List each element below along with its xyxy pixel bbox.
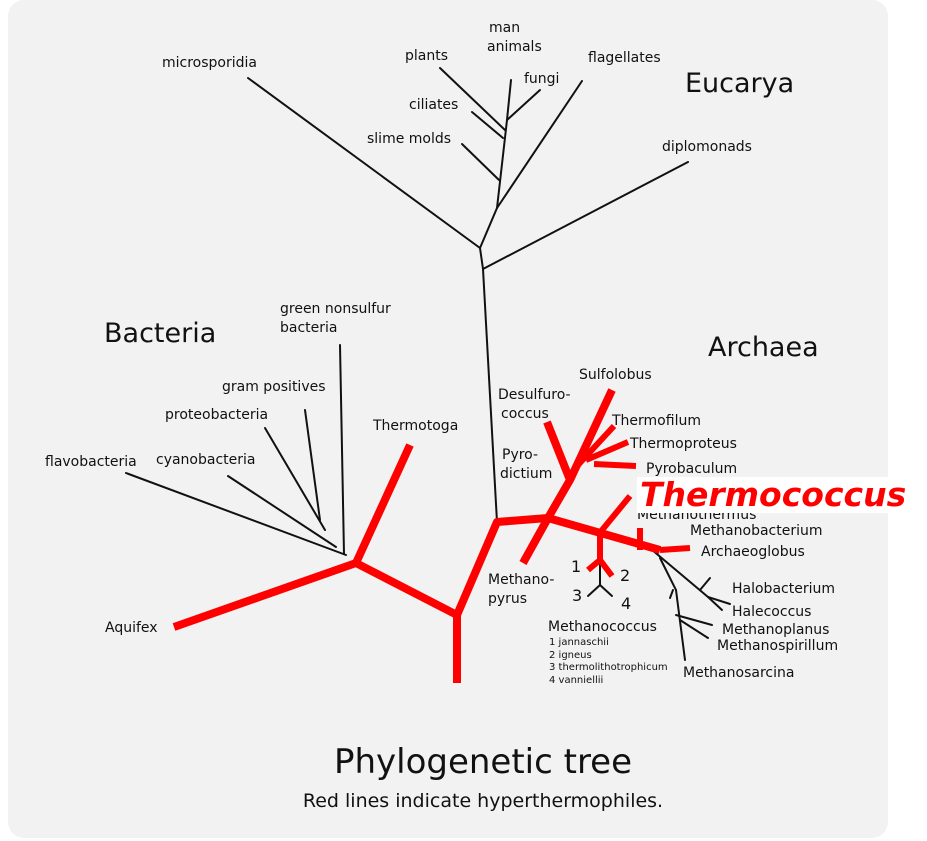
domain-bacteria: Bacteria xyxy=(104,318,216,349)
label-species-4: 4 vanniellii xyxy=(549,675,603,686)
label-num-4: 4 xyxy=(621,594,631,613)
label-halecoccus: Halecoccus xyxy=(732,604,811,620)
domain-eucarya: Eucarya xyxy=(685,68,794,99)
label-methanopyrus-2: pyrus xyxy=(488,591,527,607)
bacteria-branches xyxy=(125,344,347,556)
label-methanopyrus: Methano- xyxy=(488,572,554,588)
label-gram-positives: gram positives xyxy=(222,379,326,395)
label-species-1: 1 jannaschii xyxy=(549,637,609,648)
label-cyanobacteria: cyanobacteria xyxy=(156,452,256,468)
label-methanosarcina: Methanosarcina xyxy=(683,665,794,681)
label-halobacterium: Halobacterium xyxy=(732,581,835,597)
label-green-nonsulfur: green nonsulfur xyxy=(280,301,391,317)
label-thermofilum: Thermofilum xyxy=(611,413,701,429)
label-pyrodictium-2: dictium xyxy=(500,466,552,482)
label-num-2: 2 xyxy=(620,566,630,585)
label-ciliates: ciliates xyxy=(409,97,458,113)
label-green-nonsulfur-bacteria: bacteria xyxy=(280,320,338,336)
label-animals: animals xyxy=(487,39,542,55)
label-num-3: 3 xyxy=(572,586,582,605)
label-desulfurococcus: Desulfuro- xyxy=(498,387,571,403)
label-slime-molds: slime molds xyxy=(367,131,451,147)
label-methanospirillum: Methanospirillum xyxy=(717,638,838,654)
label-species-3: 3 thermolithotrophicum xyxy=(549,662,668,673)
eucarya-branches xyxy=(247,67,689,523)
label-pyrobaculum: Pyrobaculum xyxy=(646,461,737,477)
label-flavobacteria: flavobacteria xyxy=(45,454,137,470)
archaea-black-branches xyxy=(587,543,731,661)
label-methanoplanus: Methanoplanus xyxy=(722,622,829,638)
label-man: man xyxy=(489,20,520,36)
label-flagellates: flagellates xyxy=(588,50,661,66)
diagram-card xyxy=(8,0,888,838)
label-desulfurococcus-2: coccus xyxy=(501,406,549,422)
label-pyrodictium: Pyro- xyxy=(502,447,538,463)
label-sulfolobus: Sulfolobus xyxy=(579,367,652,383)
label-archaeoglobus: Archaeoglobus xyxy=(701,544,805,560)
label-thermococcus: Thermococcus xyxy=(640,475,906,514)
label-thermotoga: Thermotoga xyxy=(372,418,458,434)
label-proteobacteria: proteobacteria xyxy=(165,407,268,423)
label-plants: plants xyxy=(405,48,448,64)
hyperthermophile-branches xyxy=(172,388,691,683)
label-aquifex: Aquifex xyxy=(105,620,158,636)
label-diplomonads: diplomonads xyxy=(662,139,752,155)
label-methanococcus: Methanococcus xyxy=(548,619,657,635)
highlight-background xyxy=(637,477,907,513)
label-microsporidia: microsporidia xyxy=(162,55,257,71)
label-num-1: 1 xyxy=(571,557,581,576)
label-fungi: fungi xyxy=(524,71,559,87)
label-species-2: 2 igneus xyxy=(549,650,592,661)
domain-archaea: Archaea xyxy=(708,332,819,363)
label-thermoproteus: Thermoproteus xyxy=(629,436,737,452)
diagram-subtitle: Red lines indicate hyperthermophiles. xyxy=(303,790,663,812)
label-methanobacterium: Methanobacterium xyxy=(690,523,823,539)
diagram-title: Phylogenetic tree xyxy=(334,742,632,782)
